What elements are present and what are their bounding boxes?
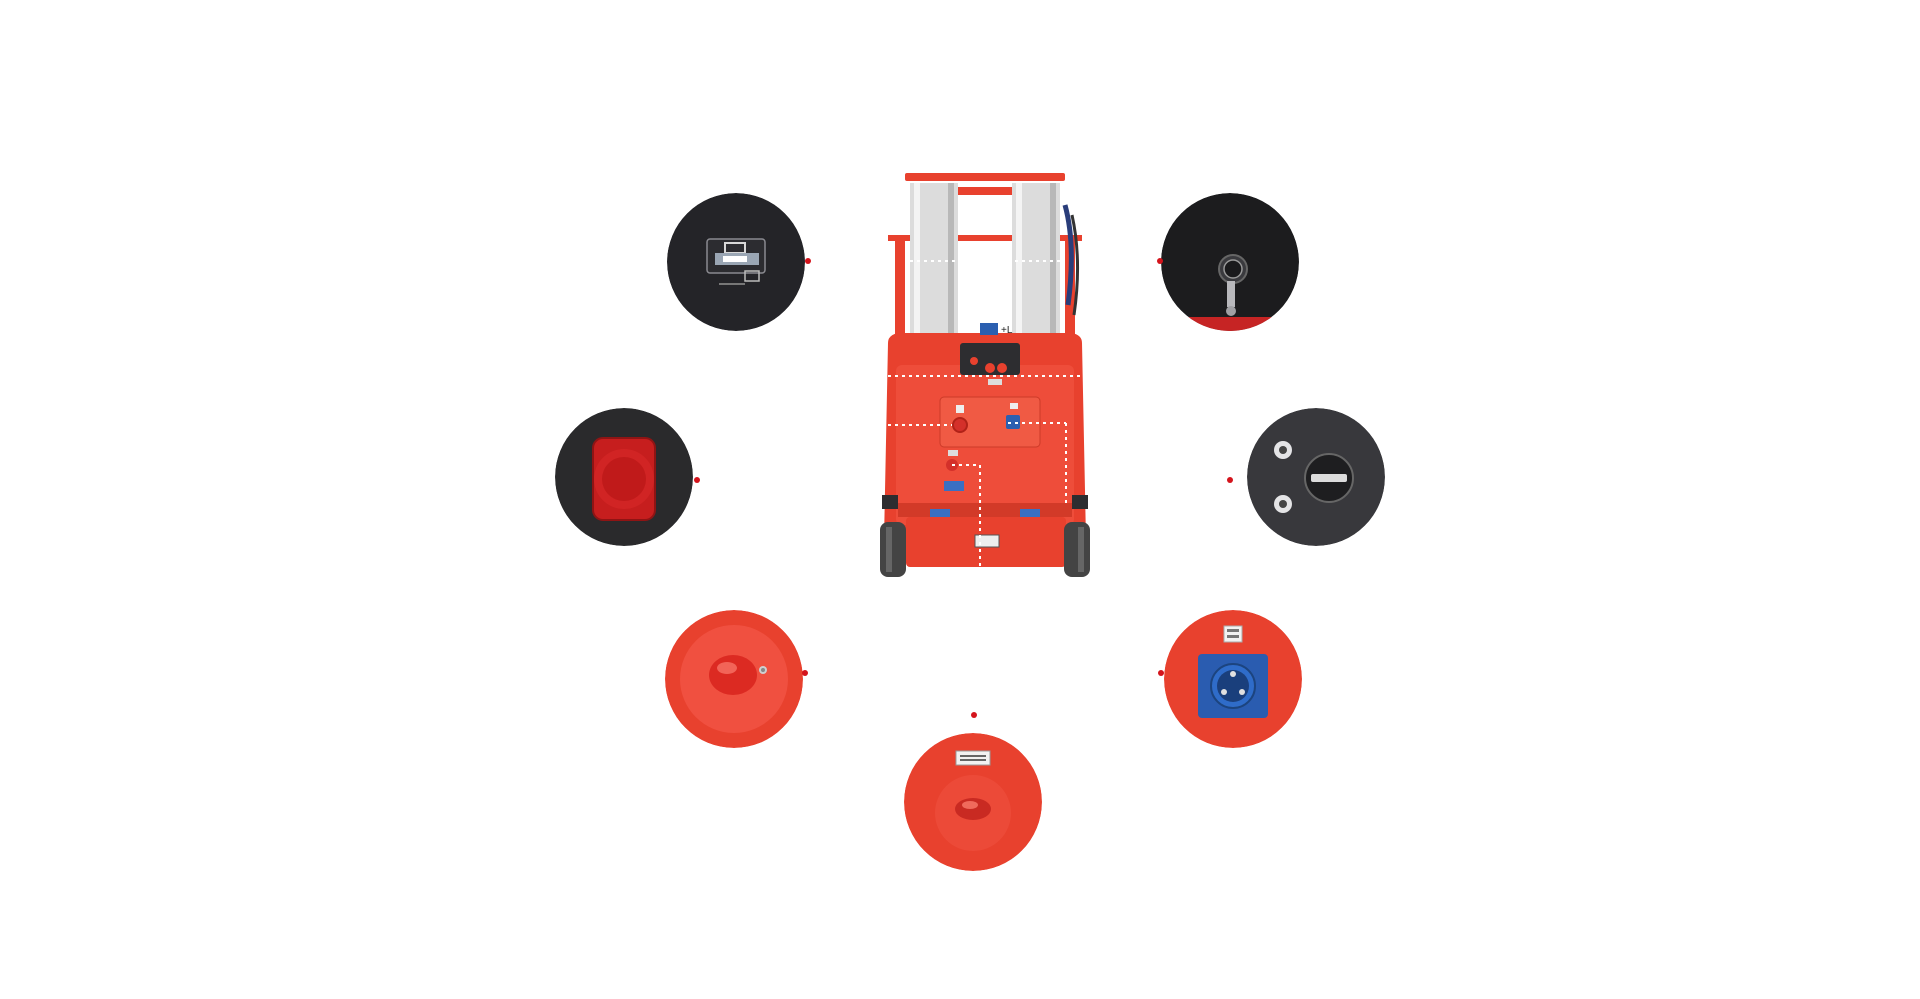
callout-lines: [888, 260, 1082, 573]
disconnect-knob: [952, 417, 968, 433]
battery-disconnect-detail: [665, 610, 803, 748]
connector-dot: [1227, 477, 1233, 483]
hour-meter-detail: [667, 193, 805, 331]
connector-dot: [694, 477, 700, 483]
label-badge: +L: [1001, 325, 1013, 336]
guard-rail-top: [905, 173, 1065, 181]
charging-socket-icon: [1198, 625, 1268, 718]
connector-dot: [971, 712, 977, 718]
wheel-left: [880, 522, 906, 577]
red-disconnect-knob-icon: [680, 625, 788, 733]
vertical-mast-lift-image: +L: [880, 173, 1090, 577]
connector-dot: [802, 670, 808, 676]
charger-indicator-icon: [935, 750, 1011, 851]
selector-switch-icon: [1274, 441, 1354, 513]
emergency-stop-button-icon: [592, 437, 656, 521]
wheel-right: [1064, 522, 1090, 577]
selector-switch-detail: [1247, 408, 1385, 546]
connector-dot: [1158, 670, 1164, 676]
hour-meter-icon: [706, 238, 766, 285]
connector-dot: [1157, 258, 1163, 264]
connector-dot: [805, 258, 811, 264]
key-switch-detail: [1161, 193, 1299, 331]
socket-housing: [1006, 415, 1020, 429]
charging-socket-detail: [1164, 610, 1302, 748]
charger-indicator-detail: [904, 733, 1042, 871]
emergency-stop-detail: [555, 408, 693, 546]
